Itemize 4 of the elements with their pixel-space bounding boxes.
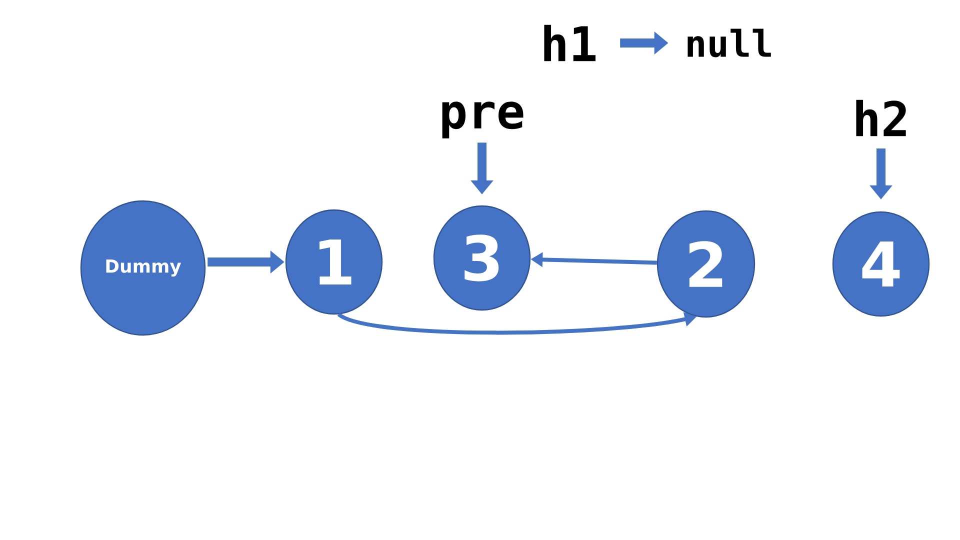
pointer-label: pre <box>442 102 524 138</box>
pointer-label: h2 <box>856 100 906 136</box>
pointer-label: null <box>688 28 771 58</box>
pointer-label: h1 <box>544 24 596 62</box>
